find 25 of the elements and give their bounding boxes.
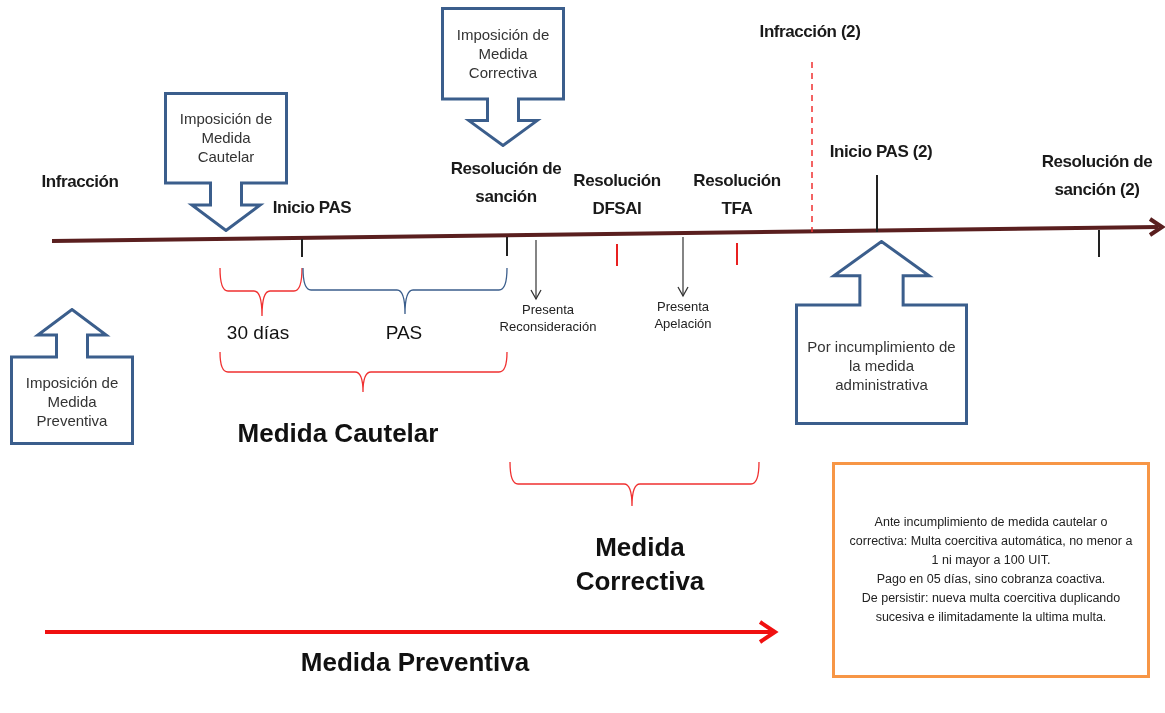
timeline-label: 30 días — [225, 321, 291, 345]
callout-text: Por incumplimiento de la medida administrativa — [807, 336, 956, 394]
timeline-label: Resolución de sanción — [449, 158, 563, 208]
note-text: Ante incumplimiento de medida cautelar o correctiva: Multa coercitiva automática, no menor a 1 ni mayor a 100 UIT. — [848, 514, 1134, 569]
callout-text: Imposición de Medida Correctiva — [455, 24, 551, 82]
note-box — [832, 462, 1150, 678]
callout-text: Imposición de Medida Cautelar — [178, 109, 274, 166]
timeline-label: Medida Cautelar — [236, 417, 440, 450]
timeline-label: PAS — [384, 321, 424, 345]
timeline-label: Inicio PAS — [271, 197, 353, 219]
arrow — [677, 236, 689, 297]
timeline-label: Infracción — [40, 171, 120, 193]
event-text: Presenta Apelación — [653, 298, 713, 332]
event-text: Presenta Reconsideración — [498, 301, 598, 335]
timeline-label: Medida Correctiva — [574, 531, 706, 598]
timeline-label: Inicio PAS (2) — [828, 141, 934, 163]
timeline-label: Resolución DFSAI — [572, 170, 662, 220]
timeline-label: Medida Preventiva — [300, 646, 530, 679]
arrow — [530, 239, 542, 300]
timeline-label: Infracción (2) — [758, 21, 862, 43]
timeline-label: Resolución TFA — [692, 170, 782, 220]
callout-text: Imposición de Medida Preventiva — [24, 372, 120, 430]
note-text: Pago en 05 días, sino cobranza coactiva. — [876, 571, 1106, 588]
timeline-label: Resolución de sanción (2) — [1040, 151, 1154, 201]
note-text: De persistir: nueva multa coercitiva duplicando sucesiva e ilimitadamente la ultima multa. — [860, 590, 1122, 626]
